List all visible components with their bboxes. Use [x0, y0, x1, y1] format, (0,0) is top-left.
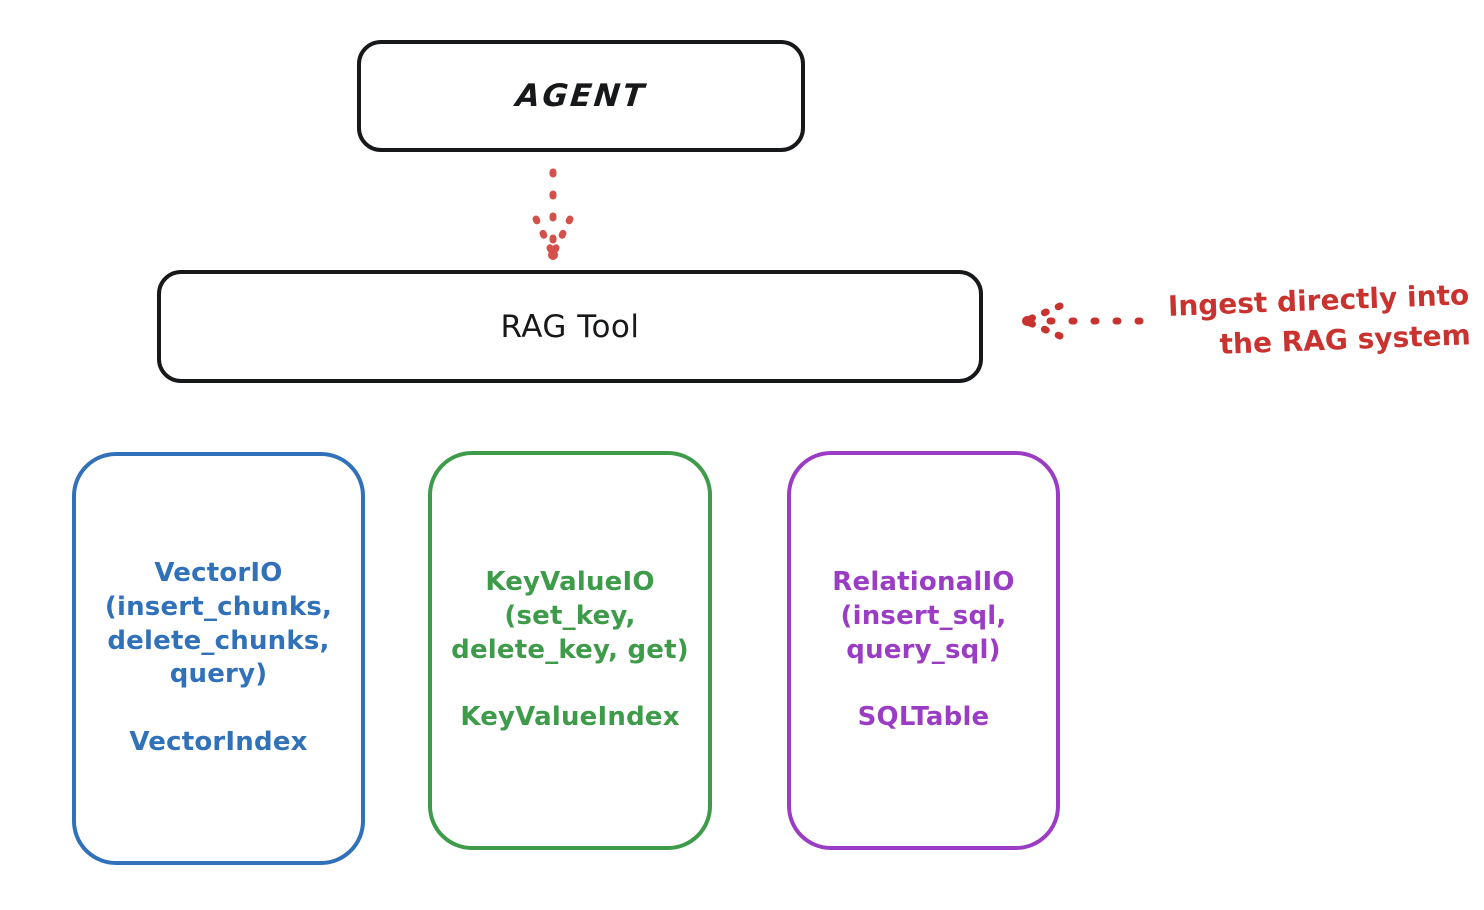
key-value-io-node[interactable]: KeyValueIO (set_key, delete_key, get) Ke… — [428, 451, 712, 850]
agent-node[interactable]: AGENT — [357, 40, 805, 152]
key-value-io-secondary-label: KeyValueIndex — [460, 702, 680, 733]
rag-tool-node[interactable]: RAG Tool — [157, 270, 983, 383]
agent-node-label: AGENT — [513, 78, 648, 114]
relational-io-primary-label: RelationalIO (insert_sql, query_sql) — [832, 566, 1015, 665]
vector-io-secondary-label: VectorIndex — [129, 727, 308, 758]
relational-io-node[interactable]: RelationalIO (insert_sql, query_sql) SQL… — [787, 451, 1060, 850]
agent-to-ragtool-arrow-icon — [532, 168, 574, 260]
vector-io-node[interactable]: VectorIO (insert_chunks, delete_chunks, … — [72, 452, 365, 865]
key-value-io-primary-label: KeyValueIO (set_key, delete_key, get) — [451, 566, 689, 665]
rag-tool-node-label: RAG Tool — [500, 308, 640, 345]
ingest-annotation-label: Ingest directly into the RAG system — [1167, 278, 1472, 361]
relational-io-secondary-label: SQLTable — [857, 702, 990, 733]
vector-io-primary-label: VectorIO (insert_chunks, delete_chunks, … — [104, 558, 333, 690]
